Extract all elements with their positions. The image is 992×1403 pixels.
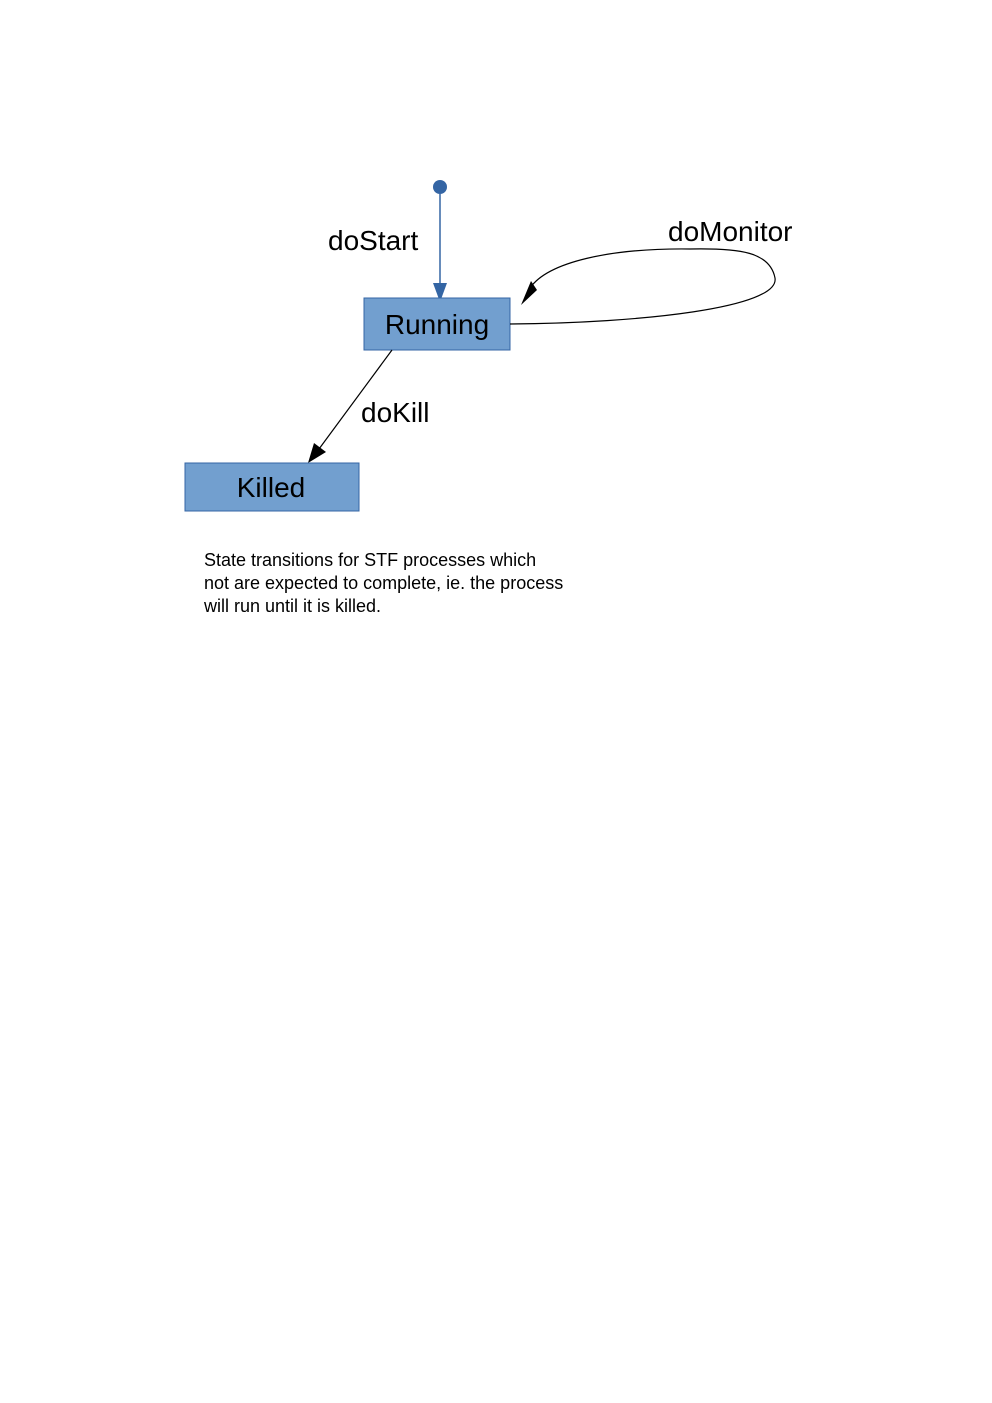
state-running: Running (363, 297, 511, 351)
monitor-arrowhead (521, 281, 537, 305)
state-killed-box (184, 462, 360, 512)
state-killed: Killed (184, 462, 360, 512)
state-running-label: Running (385, 309, 489, 340)
transition-monitor (509, 248, 776, 325)
monitor-loop-path (509, 248, 776, 325)
state-running-box (363, 297, 511, 351)
kill-arrowhead (308, 443, 326, 463)
transition-start-label: doStart (328, 225, 418, 256)
caption-line: State transitions for STF processes whic… (204, 550, 537, 570)
caption-line: will run until it is killed. (204, 596, 382, 616)
transition-kill-label: doKill (361, 397, 429, 428)
transition-kill (308, 349, 393, 463)
diagram-caption: State transitions for STF processes whic… (204, 549, 644, 618)
state-killed-label: Killed (237, 472, 305, 503)
transition-monitor-label: doMonitor (668, 216, 793, 247)
start-arrowhead (433, 283, 447, 302)
transition-start (433, 194, 447, 302)
kill-arrow-line (318, 349, 393, 450)
initial-state-node (433, 180, 447, 194)
caption-line: not are expected to complete, ie. the pr… (204, 573, 564, 593)
